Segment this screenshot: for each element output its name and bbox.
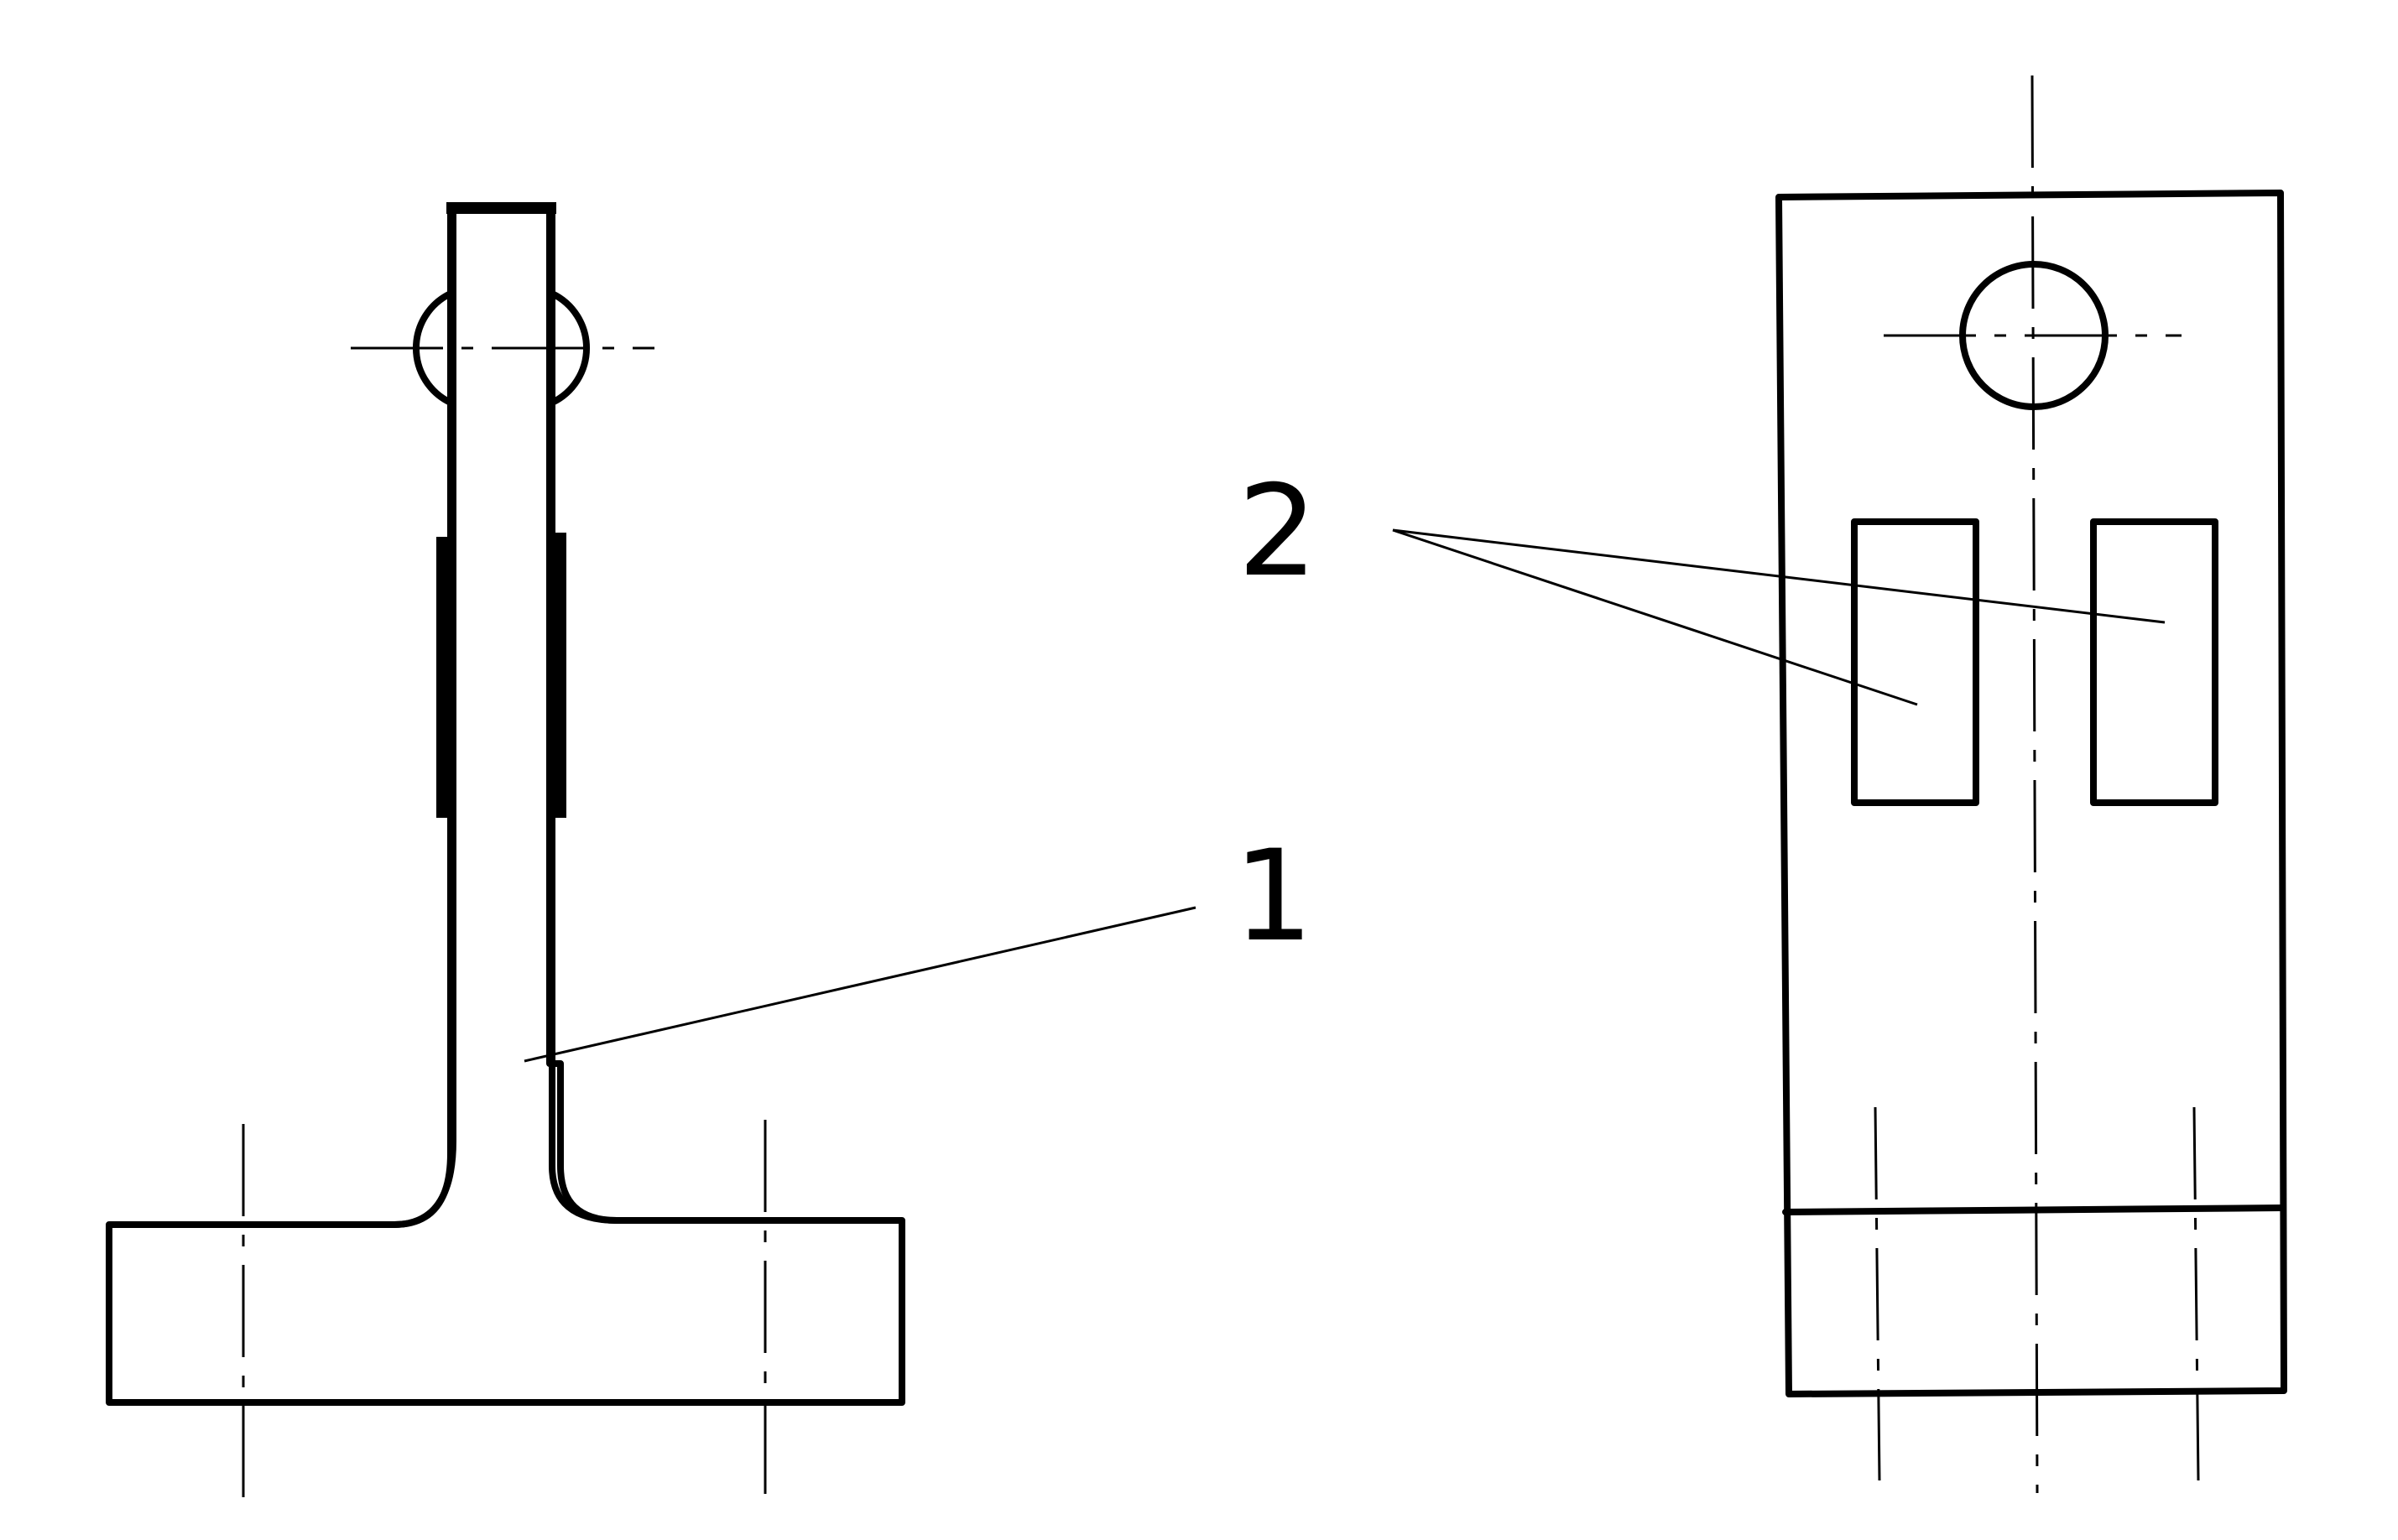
leader-line-2a <box>1392 528 1918 706</box>
front-view-outline <box>1775 190 2287 1397</box>
pin-head-right <box>549 290 590 406</box>
plate-profile <box>391 205 620 1228</box>
callout-label-1: 1 <box>1233 824 1313 970</box>
side-view <box>106 202 905 1497</box>
callout-2: 2 <box>1238 459 2166 706</box>
leader-line-2b <box>1392 528 2166 624</box>
callout-label-2: 2 <box>1238 459 1317 605</box>
leader-line-1 <box>524 906 1196 1063</box>
base-edge-line <box>1782 1204 2286 1215</box>
front-base-centerline-left <box>1874 1106 1881 1481</box>
front-view <box>1775 75 2287 1494</box>
side-view-outline <box>106 205 905 1406</box>
callout-1: 1 <box>524 824 1313 1063</box>
slot-left <box>1851 518 1979 806</box>
slot-right <box>2090 518 2218 806</box>
front-base-centerline-right <box>2192 1106 2200 1481</box>
vertical-centerline <box>2030 75 2039 1494</box>
